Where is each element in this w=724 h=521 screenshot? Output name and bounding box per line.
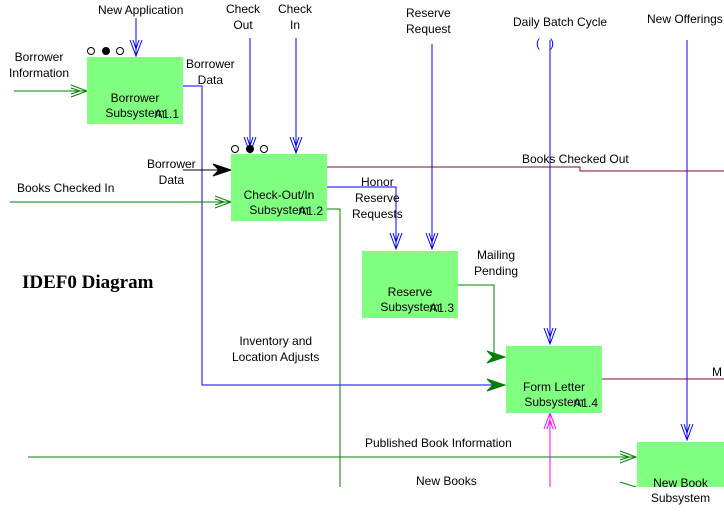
circle-filled-2 [246, 145, 254, 153]
label-inventory-location: Inventory and Location Adjusts [232, 334, 320, 364]
new-offerings-arrowhead [680, 423, 694, 442]
idef0-diagram-canvas [10, 18, 724, 487]
box-borrower-subsystem-label: Borrower Subsystem [105, 91, 165, 120]
box-borrower-subsystem-node: A1.1 [154, 107, 179, 121]
check-in-arrowhead [289, 136, 303, 155]
label-mailing-pending: Mailing Pending [474, 248, 519, 278]
status-circles [87, 47, 268, 153]
label-books-checked-out: Books Checked Out [522, 152, 629, 166]
label-new-offerings: New Offerings [647, 12, 723, 26]
box-reserve-subsystem-label: Reserve Subsystem [380, 285, 440, 314]
mailing-pending-link [458, 284, 505, 358]
box-reserve-subsystem-node: A1.3 [429, 301, 454, 315]
output-lines [327, 166, 724, 380]
circle-filled-1 [102, 47, 110, 55]
circle-open-3 [231, 145, 239, 153]
box-form-letter-subsystem[interactable]: Form Letter Subsystem A1.4 [506, 346, 602, 413]
box-form-letter-subsystem-label: Form Letter Subsystem [522, 380, 585, 409]
honor-reserve-arrowhead [389, 232, 403, 251]
mechanism-arrow [543, 411, 557, 487]
box-borrower-subsystem[interactable]: Borrower Subsystem A1.1 [87, 57, 183, 124]
label-check-in: Check In [278, 2, 313, 32]
published-book-arrowhead [619, 450, 638, 464]
borrower-data-arrowhead [212, 163, 233, 177]
circle-open-1 [87, 47, 95, 55]
mailing-arrowhead [486, 350, 507, 364]
box-new-book-subsystem-label: New Book Subsystem [650, 476, 711, 505]
label-new-application: New Application [98, 3, 184, 17]
circle-open-4 [260, 145, 268, 153]
label-honor-reserve-requests: Honor Reserve Requests [352, 175, 403, 221]
box-check-out-in-subsystem[interactable]: Check-Out/In Subsystem A1.2 [231, 154, 327, 221]
label-m-cut: M [712, 365, 722, 379]
box-new-book-subsystem[interactable]: New Book Subsystem [637, 442, 724, 505]
honor-reserve-link [327, 186, 397, 249]
new-application-arrowhead [129, 39, 143, 58]
daily-batch-arrowhead [543, 327, 557, 346]
box-check-out-in-subsystem-label: Check-Out/In Subsystem [243, 188, 315, 217]
books-checked-out-line [327, 166, 724, 172]
label-daily-batch-parens: ( ) [536, 36, 554, 50]
box-reserve-subsystem[interactable]: Reserve Subsystem A1.3 [362, 251, 458, 318]
diagram-title: IDEF0 Diagram [22, 272, 154, 293]
label-published-book-information: Published Book Information [365, 436, 512, 450]
label-new-books: New Books [416, 474, 477, 488]
box-check-out-in-subsystem-node: A1.2 [298, 204, 323, 218]
label-borrower-data-top: Borrower Data [186, 57, 235, 87]
label-borrower-data-mid: Borrower Data [147, 157, 196, 187]
new-books-arrowhead-stub [619, 481, 637, 487]
label-check-out: Check Out [226, 2, 261, 32]
reserve-request-arrowhead [425, 232, 439, 251]
circle-open-2 [116, 47, 124, 55]
box-form-letter-subsystem-node: A1.4 [573, 396, 598, 410]
label-books-checked-in: Books Checked In [17, 181, 115, 195]
inventory-arrowhead [486, 378, 507, 392]
label-reserve-request: Reserve Request [406, 6, 451, 36]
label-borrower-information: Borrower Information [9, 50, 70, 80]
borrower-data-link [183, 85, 505, 386]
control-arrows [129, 18, 694, 442]
label-daily-batch-cycle: Daily Batch Cycle [513, 15, 608, 29]
new-books-link [327, 208, 341, 487]
